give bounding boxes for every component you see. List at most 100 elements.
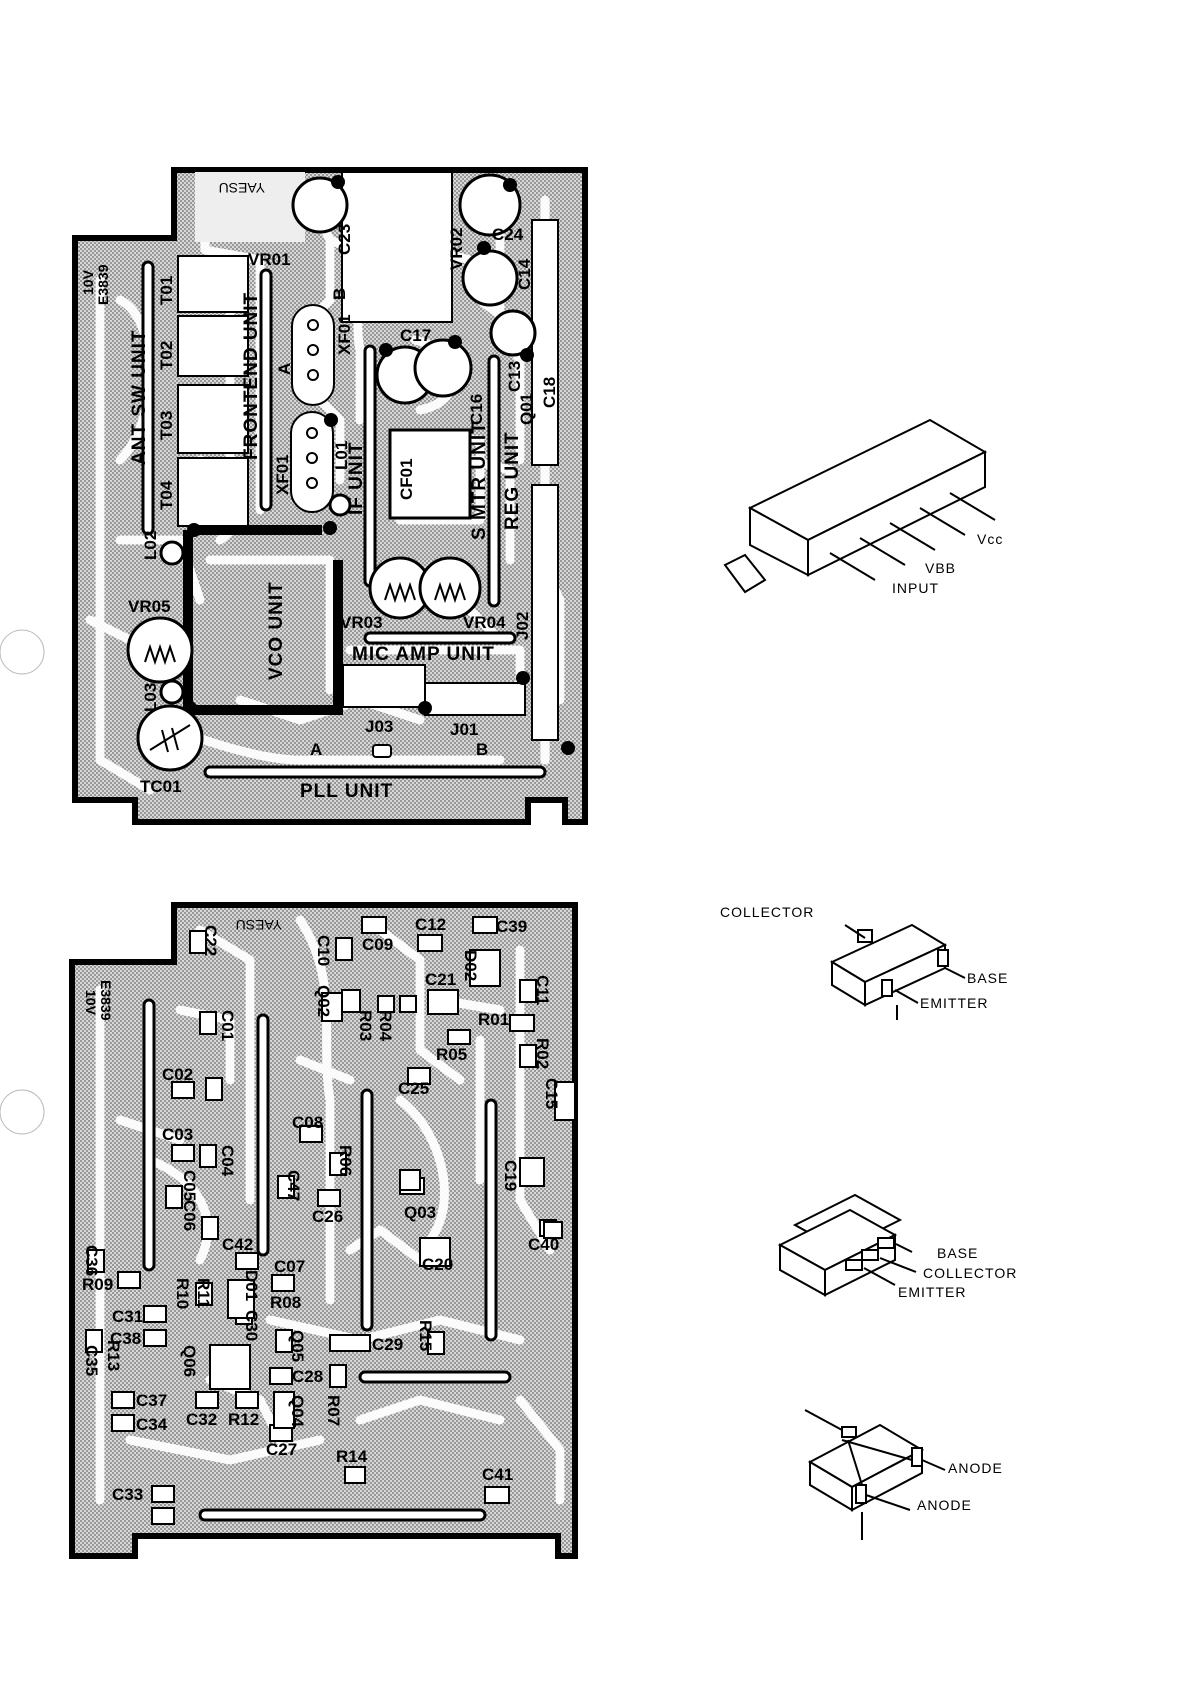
c16-capacitor	[413, 338, 473, 398]
slot-b2	[256, 1013, 270, 1257]
lbl-c08: C08	[292, 1113, 323, 1132]
lbl-c24: C24	[492, 225, 524, 244]
lbl-vr01: VR01	[248, 250, 291, 269]
j01-block	[424, 682, 526, 716]
lbl-c12: C12	[415, 915, 446, 934]
c15-chip	[554, 1081, 576, 1121]
lbl-c17: C17	[400, 326, 431, 345]
j02-connector	[531, 484, 559, 741]
lbl-r09: R09	[82, 1275, 113, 1294]
slot-b6	[198, 1508, 487, 1522]
lbl-c02: C02	[162, 1065, 193, 1084]
lbl-sot89-collector: COLLECTOR	[923, 1265, 1017, 1281]
lbl-l03: L03	[141, 683, 160, 712]
lbl-d02: D02	[461, 950, 480, 981]
lbl-q03: Q03	[404, 1203, 436, 1222]
lbl-unit-ant-sw: ANT SW UNIT	[129, 329, 150, 465]
lbl-r07: R07	[324, 1395, 343, 1426]
relay-block	[341, 171, 453, 323]
lbl-xf01-a: XF01	[335, 314, 354, 355]
pcb-top-view: VR01 C17 C24 VR05 VR03 VR04 J03 J01 TC01…	[72, 167, 588, 825]
t01-block	[177, 255, 249, 313]
lbl-board-code-b: E3839	[98, 980, 114, 1021]
pcb-bottom-view: C09 C12 C39 C21 R01 R05 C25 C02 C03 C08 …	[69, 902, 578, 1559]
lbl-r12: R12	[228, 1410, 259, 1429]
brand-block	[195, 172, 305, 242]
lbl-r11: R11	[194, 1278, 213, 1308]
lbl-c01: C01	[218, 1010, 237, 1041]
slot-b5	[358, 1370, 512, 1384]
lbl-unit-reg: REG UNIT	[502, 431, 523, 530]
c14-capacitor	[461, 249, 519, 307]
lbl-c32: C32	[186, 1410, 217, 1429]
lbl-c47: C47	[284, 1170, 303, 1201]
lbl-c03: C03	[162, 1125, 193, 1144]
lbl-c34: C34	[136, 1415, 168, 1434]
lbl-r06: R06	[336, 1145, 355, 1176]
c18-block	[531, 219, 559, 466]
lbl-c26: C26	[312, 1207, 343, 1226]
lbl-j03: J03	[365, 717, 393, 736]
lbl-r04: R04	[376, 1010, 395, 1042]
lbl-q05: Q05	[288, 1330, 307, 1362]
lbl-c22: C22	[201, 925, 220, 956]
lbl-xf01-b: XF01	[273, 454, 292, 495]
lbl-c07: C07	[274, 1257, 305, 1276]
lbl-brand-bottom: YAESU	[236, 917, 282, 933]
lbl-c38: C38	[110, 1329, 141, 1348]
lbl-module-input: INPUT	[892, 580, 939, 596]
lbl-r13: R13	[104, 1340, 123, 1371]
lbl-module-vbb: VBB	[925, 560, 956, 576]
lbl-point-a: A	[275, 363, 294, 375]
lbl-t04: T04	[157, 480, 176, 510]
lbl-unit-pll: PLL UNIT	[300, 781, 393, 802]
lbl-r01: R01	[478, 1010, 509, 1029]
t02-block	[177, 315, 249, 377]
lbl-sot23-collector: COLLECTOR	[720, 904, 814, 920]
lbl-t02: T02	[157, 341, 176, 370]
lbl-c11: C11	[533, 975, 552, 1005]
lbl-point-a-top: A	[310, 740, 322, 759]
lbl-j02: J02	[513, 612, 532, 640]
lbl-c19: C19	[501, 1160, 520, 1191]
lbl-board-rev-b: 10V	[83, 990, 99, 1016]
lbl-d01: D01	[242, 1270, 261, 1301]
sot89-package	[777, 1193, 917, 1297]
cf01-block	[388, 428, 472, 520]
l02-coil	[159, 540, 185, 566]
lbl-c15: C15	[542, 1078, 561, 1109]
l01-coil	[328, 493, 352, 517]
rf-module-package	[723, 418, 996, 594]
slot-frontend	[259, 268, 273, 512]
lbl-c42: C42	[222, 1235, 253, 1254]
lbl-board-code: E3839	[95, 264, 111, 305]
lbl-unit-vco: VCO UNIT	[266, 581, 287, 680]
slot-pll	[203, 765, 547, 779]
lbl-j01: J01	[450, 720, 478, 739]
lbl-c13: C13	[505, 361, 524, 392]
lbl-c30: C30	[242, 1310, 261, 1341]
lbl-c39: C39	[496, 917, 527, 936]
lbl-brand-top: YAESU	[219, 180, 265, 196]
lbl-c40: C40	[528, 1235, 559, 1254]
lbl-c36: C36	[82, 1245, 101, 1276]
lbl-q04: Q04	[288, 1395, 307, 1428]
lbl-c37: C37	[136, 1391, 167, 1410]
lbl-r15: R15	[416, 1320, 435, 1351]
lbl-module-vcc: Vcc	[977, 531, 1003, 547]
l03-coil	[159, 679, 185, 705]
lbl-r02: R02	[533, 1038, 552, 1069]
lbl-sot23-base: BASE	[967, 970, 1008, 986]
t04-block	[177, 457, 249, 527]
binder-hole-top	[0, 629, 45, 675]
lbl-r14: R14	[336, 1447, 368, 1466]
slot-ant-sw	[141, 260, 155, 536]
lbl-q01: Q01	[517, 393, 536, 425]
lbl-t01: T01	[157, 276, 176, 305]
lbl-c10: C10	[314, 935, 333, 966]
lbl-diode-anode-1: ANODE	[948, 1460, 1003, 1476]
slot-b3	[360, 1088, 374, 1332]
lbl-diode-anode-2: ANODE	[917, 1497, 972, 1513]
lbl-sot89-emitter: EMITTER	[898, 1284, 966, 1300]
